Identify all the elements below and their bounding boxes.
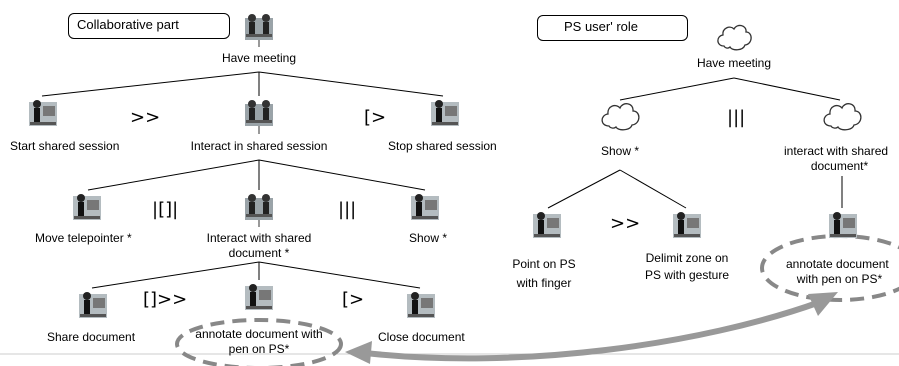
collaborative-part-title: Collaborative part (68, 13, 230, 39)
user-task-icon (533, 212, 561, 238)
right-annotate-line-2: with pen on PS* (796, 272, 883, 286)
right-annotate-label: annotate document with pen on PS* (780, 257, 899, 287)
enabling-with-info-operator: []>> (143, 289, 188, 310)
user-task-icon (829, 212, 857, 238)
disabling-operator: [> (342, 289, 365, 310)
point-line-1: Point on PS (512, 257, 576, 271)
close-document-label: Close document (378, 330, 465, 344)
delimit-line-1: Delimit zone on (645, 251, 729, 265)
enabling-operator: >> (610, 213, 641, 234)
interaction-task-icon (245, 194, 273, 227)
enabling-operator: >> (130, 107, 161, 128)
share-document-label: Share document (47, 330, 136, 344)
arrowhead-right (808, 292, 838, 316)
user-task-icon (79, 292, 107, 318)
interaction-task-icon (245, 100, 273, 134)
delimit-line-2: PS with gesture (644, 268, 730, 282)
annotate-document-label: annotate document with pen on PS* (184, 327, 334, 357)
user-task-icon (73, 194, 101, 220)
user-task-icon (411, 194, 439, 220)
user-task-icon (407, 292, 435, 318)
right-show-label: Show * (600, 144, 640, 158)
stop-shared-session-label: Stop shared session (388, 139, 497, 153)
abstract-task-cloud-icon (717, 24, 752, 51)
interact-doc-line-1: Interact with shared (206, 231, 312, 245)
user-task-icon (673, 212, 701, 238)
annotate-left-highlight (175, 318, 343, 366)
show-label: Show * (409, 231, 448, 245)
concurrency-operator: ||| (338, 199, 357, 220)
interact-in-shared-session-label: Interact in shared session (190, 139, 328, 153)
point-on-ps-label: Point on PS with finger (494, 255, 594, 293)
right-annotate-line-1: annotate document (786, 257, 889, 271)
interact-with-shared-document-label: Interact with shared document * (184, 231, 334, 261)
user-task-icon (431, 100, 459, 126)
annotate-line-2: pen on PS* (228, 342, 290, 356)
disabling-operator: [> (364, 107, 387, 128)
abstract-task-cloud-icon (823, 103, 862, 131)
right-interact-line-1: interact with shared (784, 144, 889, 158)
abstract-task-cloud-icon (601, 103, 640, 131)
point-line-2: with finger (516, 276, 572, 290)
start-shared-session-label: Start shared session (10, 139, 120, 153)
move-telepointer-label: Move telepointer * (35, 231, 132, 245)
right-root-label: Have meeting (696, 56, 772, 70)
annotate-line-1: annotate document with (195, 327, 323, 341)
user-task-icon (29, 100, 57, 126)
correspondence-arrow (364, 299, 822, 362)
user-task-icon (245, 284, 273, 310)
concurrency-operator: ||| (727, 107, 746, 128)
arrowhead-left (345, 341, 372, 364)
left-root-label: Have meeting (221, 51, 297, 65)
ps-user-role-title: PS user' role (537, 15, 688, 41)
right-interact-line-2: document* (810, 159, 869, 173)
interaction-task-icon (245, 14, 273, 47)
order-independence-operator: |[]| (152, 199, 179, 220)
right-interact-label: interact with shared document* (780, 144, 899, 174)
interact-doc-line-2: document * (228, 246, 290, 260)
delimit-zone-label: Delimit zone on PS with gesture (632, 250, 742, 284)
